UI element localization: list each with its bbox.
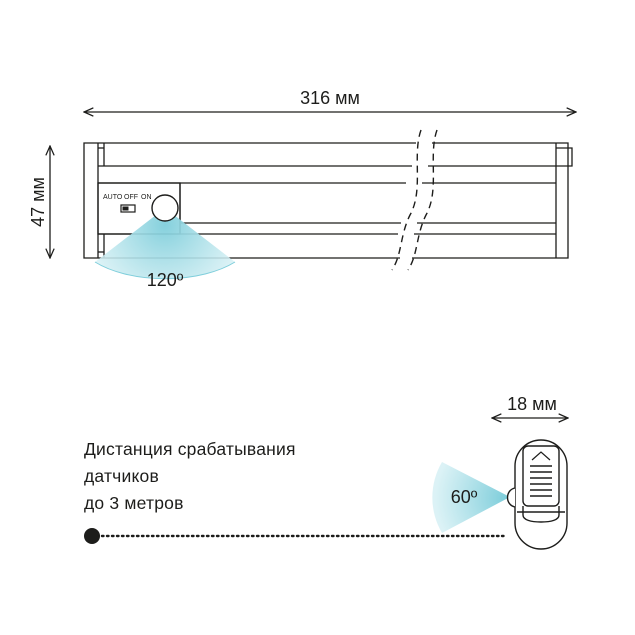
front-sensor-zone: 120º [94, 194, 236, 290]
side-angle-label: 60º [451, 487, 478, 507]
switch-knob [122, 206, 129, 211]
switch-off-label: OFF [124, 194, 138, 201]
sensor-distance-caption: Дистанция срабатывания датчиков до 3 мет… [84, 436, 384, 517]
caption-line-2: датчиков [84, 466, 159, 486]
sensor-lens [151, 194, 179, 222]
switch-auto-label: AUTO [103, 194, 123, 201]
side-sensor-zone: 60º [432, 462, 510, 533]
caption-line-3: до 3 метров [84, 493, 184, 513]
switch-on-label: ON [141, 194, 152, 201]
side-sensor-lens [506, 487, 516, 508]
break-marks [391, 129, 438, 271]
front-angle-label: 120º [147, 270, 184, 290]
lamp-side-view [506, 439, 568, 550]
width-dimension: 18 мм [492, 394, 568, 418]
distance-start-dot [84, 528, 100, 544]
lamp-front-view [83, 142, 573, 259]
height-dimension: 47 мм [28, 146, 50, 258]
length-dimension: 316 мм [84, 88, 576, 112]
width-label: 18 мм [507, 394, 557, 414]
height-label: 47 мм [28, 177, 48, 227]
caption-line-1: Дистанция срабатывания [84, 439, 296, 459]
length-label: 316 мм [300, 88, 360, 108]
mode-switch: AUTO OFF ON [103, 194, 152, 213]
distance-line [84, 528, 507, 544]
